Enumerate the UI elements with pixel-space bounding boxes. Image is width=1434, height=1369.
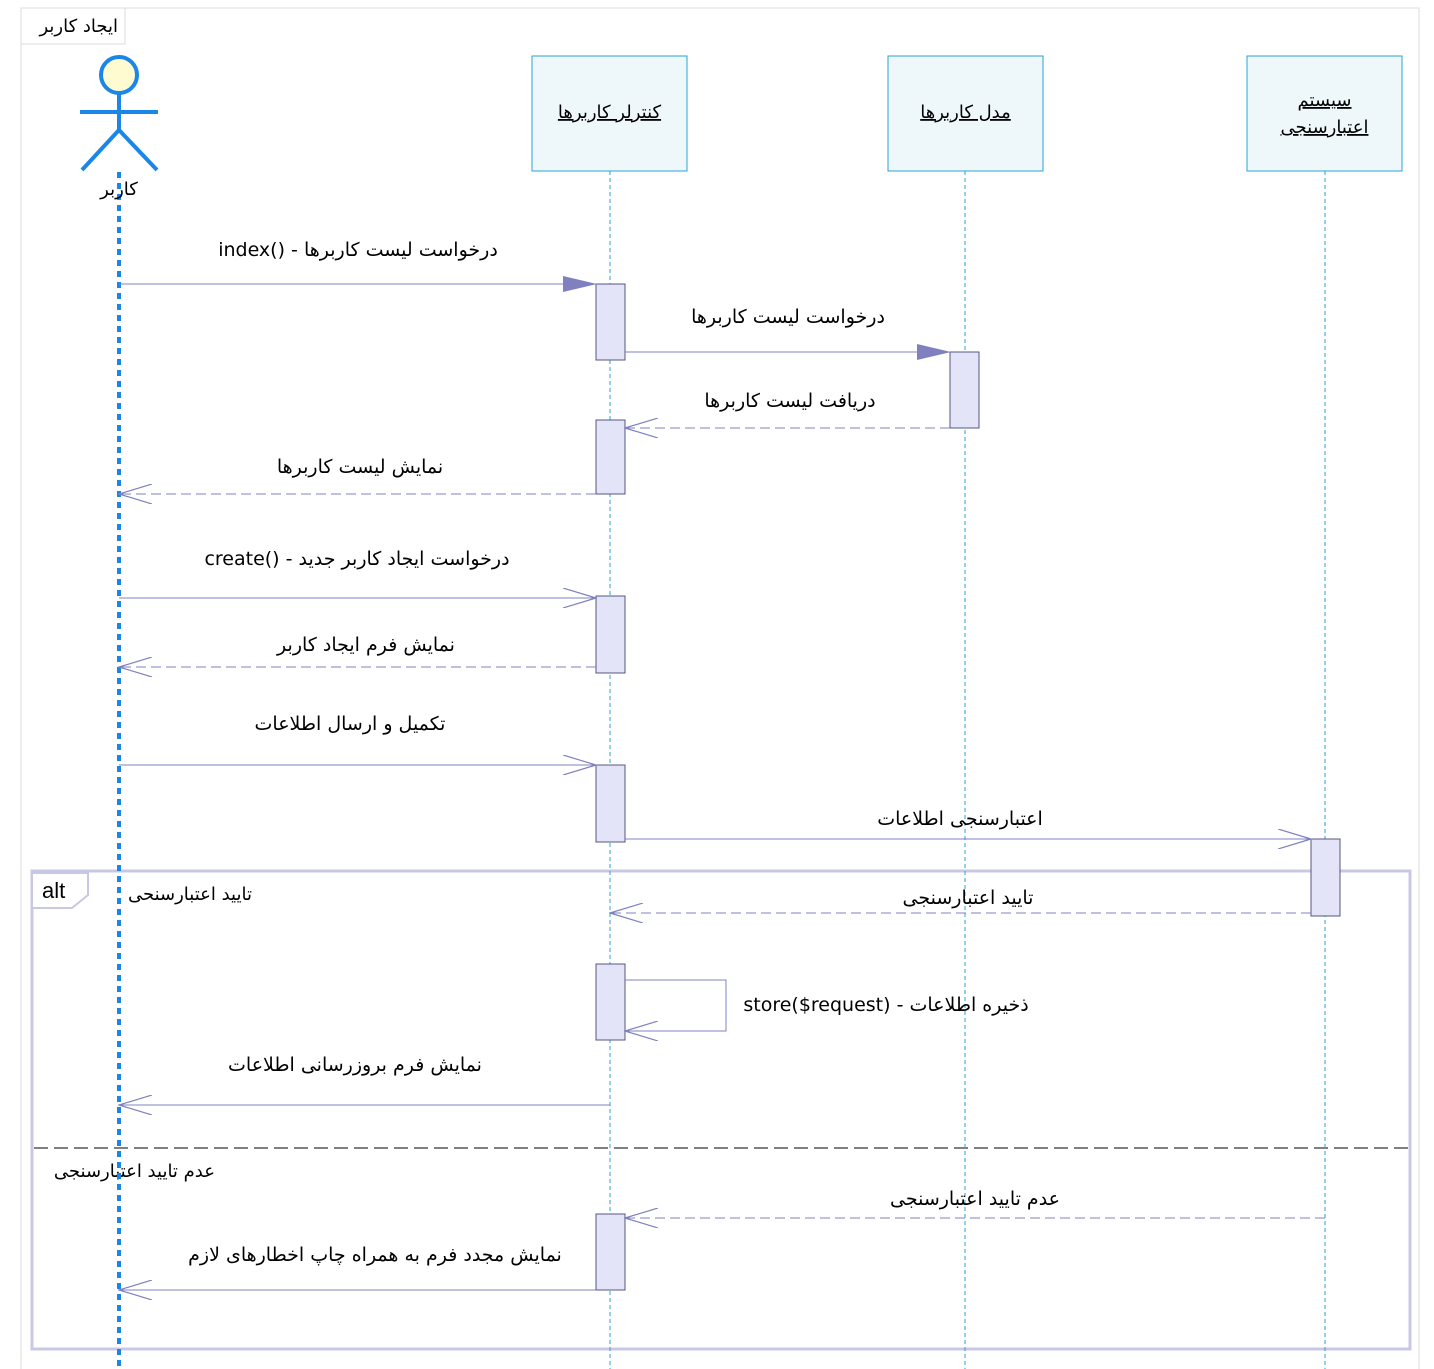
message-label: تایید اعتبارسنجی xyxy=(903,887,1034,909)
message-validation-confirmed: تایید اعتبارسنجی xyxy=(610,887,1311,913)
stick-figure-icon xyxy=(80,55,159,172)
object-controller: کنترلر کاربرها xyxy=(531,55,688,172)
alt-guard-rejected: عدم تایید اعتبارسنجی xyxy=(54,1161,215,1182)
message-submit-data: تکمیل و ارسال اطلاعات xyxy=(119,713,596,765)
message-label: درخواست لیست کاربرها xyxy=(691,306,885,328)
object-box xyxy=(531,55,688,172)
alt-frame-border xyxy=(30,869,1412,1351)
message-store-self-call: store($request) - ذخیره اطلاعات xyxy=(625,979,1029,1031)
diagram-title: ایجاد کاربر xyxy=(38,16,118,37)
message-model-request: درخواست لیست کاربرها xyxy=(625,306,951,360)
actor-user: کاربر xyxy=(80,55,159,200)
message-model-return: دریافت لیست کاربرها xyxy=(625,390,950,428)
object-model: مدل کاربرها xyxy=(887,55,1044,172)
message-arrow xyxy=(625,979,727,1031)
message-label: نمایش لیست کاربرها xyxy=(277,456,443,478)
message-label: store($request) - ذخیره اطلاعات xyxy=(743,994,1028,1016)
diagram-title-tab: ایجاد کاربر xyxy=(20,7,126,45)
activation-bar xyxy=(1310,838,1341,917)
object-auth-system: سیستم اعتبارسنجی xyxy=(1246,55,1403,172)
activation-bar xyxy=(595,595,626,674)
message-label: نمایش فرم ایجاد کاربر xyxy=(276,634,455,656)
object-label: کنترلر کاربرها xyxy=(558,102,662,123)
message-show-create-form: نمایش فرم ایجاد کاربر xyxy=(119,634,596,667)
object-label-line-2: اعتبارسنجی xyxy=(1281,117,1369,138)
message-show-update-form: نمایش فرم بروزرسانی اطلاعات xyxy=(119,1054,610,1105)
activation-bar xyxy=(595,283,626,361)
message-label: نمایش فرم بروزرسانی اطلاعات xyxy=(228,1054,482,1076)
message-label: index() - درخواست لیست کاربرها xyxy=(218,239,498,261)
alt-fragment: alt تایید اعتبارسنحی عدم تایید اعتبارسنج… xyxy=(30,869,1412,1351)
message-index-request: index() - درخواست لیست کاربرها xyxy=(119,239,597,292)
object-label-line-1: سیستم xyxy=(1298,90,1352,111)
message-label: عدم تایید اعتبارسنجی xyxy=(890,1188,1060,1210)
activation-bar xyxy=(595,963,626,1041)
activation-bar xyxy=(595,764,626,843)
message-validate-data: اعتبارسنجی اطلاعات xyxy=(625,808,1311,839)
object-label: مدل کاربرها xyxy=(920,102,1011,123)
alt-guard-confirmed: تایید اعتبارسنحی xyxy=(128,884,252,905)
message-label: نمایش مجدد فرم به همراه چاپ اخطارهای لاز… xyxy=(188,1244,562,1266)
title-tab-box xyxy=(20,7,126,45)
message-show-form-with-errors: نمایش مجدد فرم به همراه چاپ اخطارهای لاز… xyxy=(119,1244,596,1290)
message-label: تکمیل و ارسال اطلاعات xyxy=(255,713,446,735)
activation-bar xyxy=(595,419,626,495)
activation-bar xyxy=(949,351,980,429)
alt-label: alt xyxy=(42,878,65,903)
message-label: اعتبارسنجی اطلاعات xyxy=(877,808,1043,830)
message-create-request: create() - درخواست ایجاد کاربر جدید xyxy=(119,548,596,598)
object-box xyxy=(887,55,1044,172)
alt-label-tab xyxy=(31,872,89,909)
message-label: create() - درخواست ایجاد کاربر جدید xyxy=(204,548,509,570)
message-validation-rejected: عدم تایید اعتبارسنجی xyxy=(625,1188,1325,1218)
actor-label: کاربر xyxy=(99,179,138,200)
object-box xyxy=(1246,55,1403,172)
message-show-list: نمایش لیست کاربرها xyxy=(119,456,596,494)
message-label: دریافت لیست کاربرها xyxy=(704,390,875,412)
diagram-frame xyxy=(20,7,1420,1369)
activation-bar xyxy=(595,1213,626,1291)
activation-bars xyxy=(595,283,1341,1291)
